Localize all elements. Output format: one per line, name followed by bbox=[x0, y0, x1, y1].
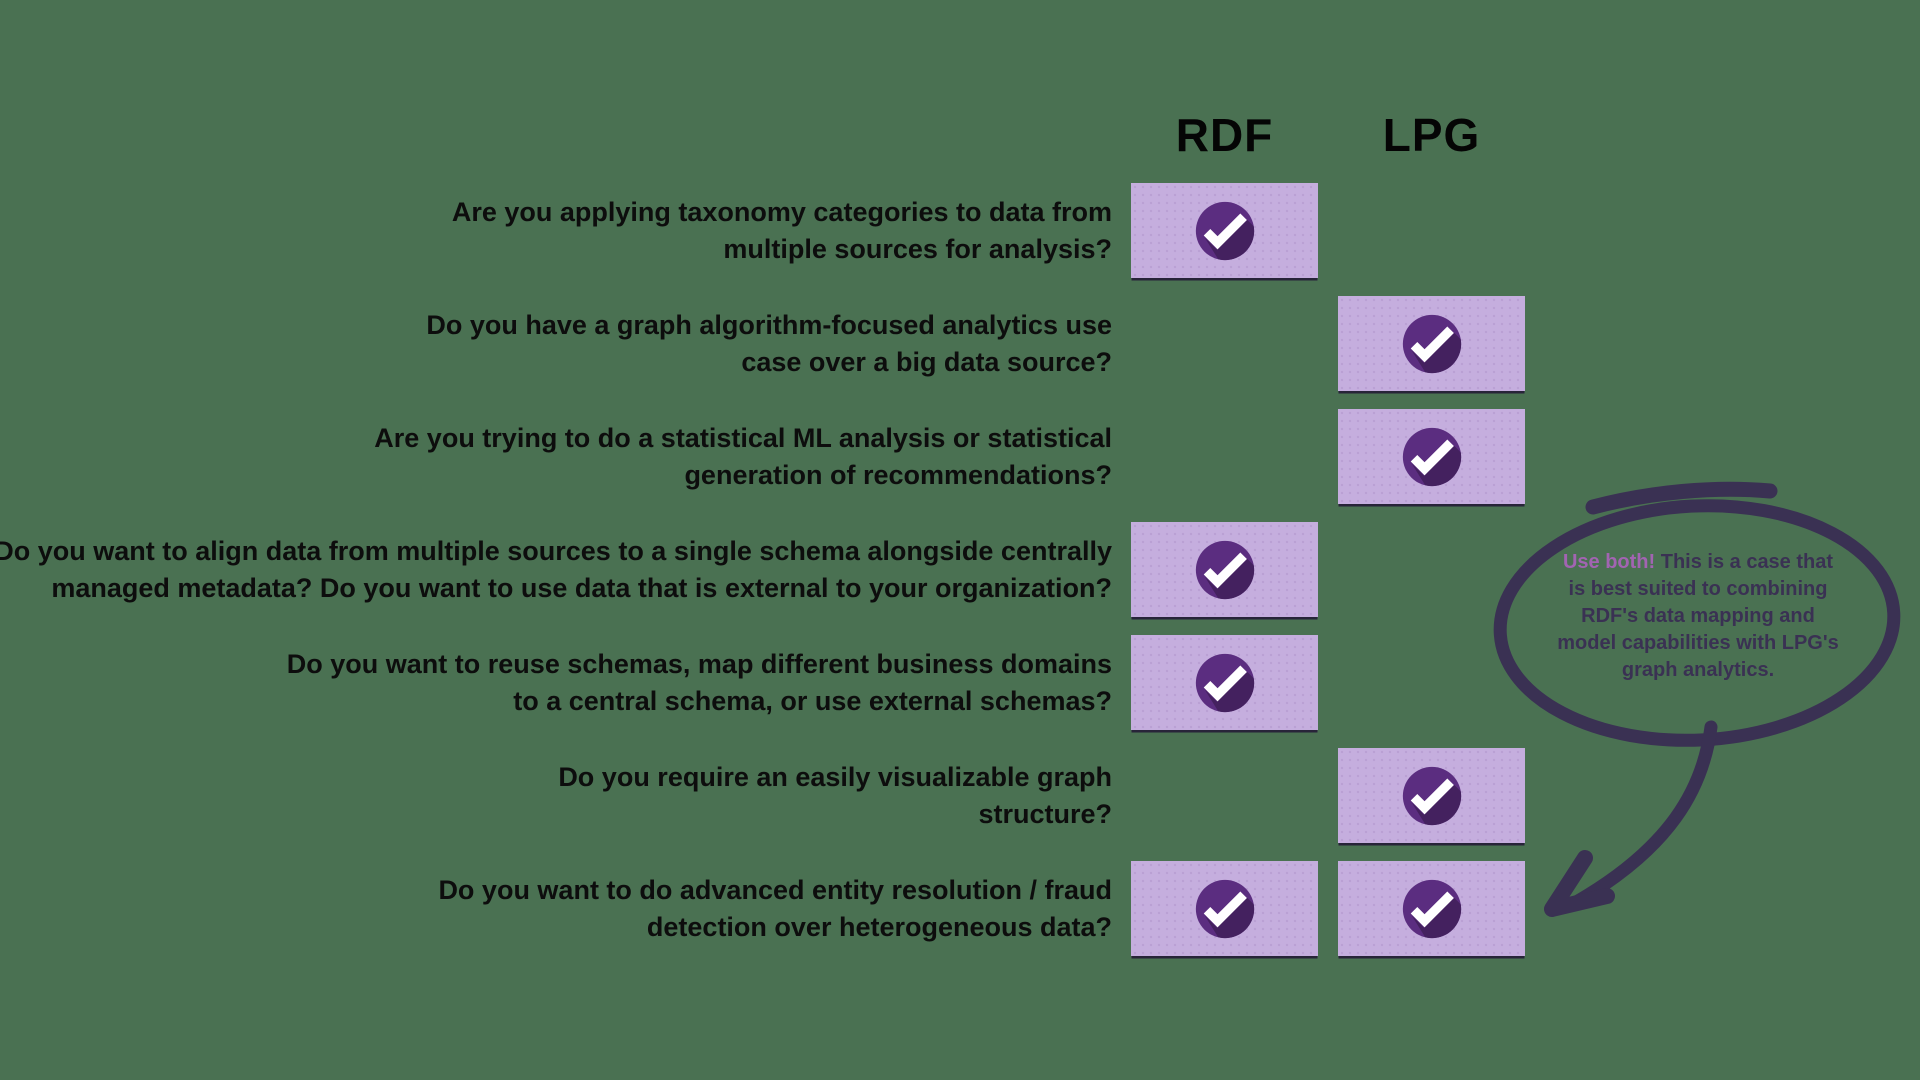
check-circle-icon bbox=[1195, 879, 1254, 938]
lpg-cell-empty bbox=[1338, 522, 1525, 617]
callout-line: graph analytics. bbox=[1621, 659, 1775, 681]
callout-line: RDF's data mapping and bbox=[1581, 605, 1815, 627]
check-circle-icon bbox=[1402, 879, 1461, 938]
table-row: Are you applying taxonomy categories to … bbox=[40, 183, 1525, 278]
check-circle-icon bbox=[1402, 766, 1461, 825]
lpg-cell-empty bbox=[1338, 635, 1525, 730]
lpg-cell-checked bbox=[1338, 861, 1525, 956]
question-text: Do you want to do advanced entity resolu… bbox=[438, 874, 1112, 942]
table-row: Do you want to do advanced entity resolu… bbox=[40, 861, 1525, 956]
comparison-rows: Are you applying taxonomy categories to … bbox=[0, 183, 1525, 974]
rdf-cell-checked bbox=[1131, 522, 1318, 617]
table-row: Do you want to reuse schemas, map differ… bbox=[40, 635, 1525, 730]
lpg-cell-empty bbox=[1338, 183, 1525, 278]
question-text: Are you applying taxonomy categories to … bbox=[451, 196, 1112, 264]
check-circle-icon bbox=[1402, 427, 1461, 486]
curved-arrow-head-icon bbox=[1544, 850, 1615, 917]
rdf-cell-checked bbox=[1131, 183, 1318, 278]
rdf-cell-empty bbox=[1131, 296, 1318, 391]
question-text: Do you want to reuse schemas, map differ… bbox=[286, 648, 1112, 716]
question-text: Do you require an easily visualizable gr… bbox=[558, 761, 1112, 829]
column-header-rdf: RDF bbox=[1175, 109, 1274, 161]
question-text: Do you have a graph algorithm-focused an… bbox=[426, 309, 1112, 377]
table-row: Do you have a graph algorithm-focused an… bbox=[40, 296, 1525, 391]
callout-highlight: Use both! bbox=[1562, 551, 1656, 573]
check-circle-icon bbox=[1195, 653, 1254, 712]
rdf-cell-checked bbox=[1131, 635, 1318, 730]
curved-arrow-shaft bbox=[1571, 720, 1718, 908]
check-circle-icon bbox=[1195, 201, 1254, 260]
callout-line: model capabilities with LPG's bbox=[1557, 632, 1839, 654]
check-circle-icon bbox=[1195, 540, 1254, 599]
rdf-cell-empty bbox=[1131, 748, 1318, 843]
lpg-cell-checked bbox=[1338, 296, 1525, 391]
callout-note: Use both! This is a case that is best sui… bbox=[1537, 549, 1859, 684]
rdf-cell-empty bbox=[1131, 409, 1318, 504]
lpg-cell-checked bbox=[1338, 748, 1525, 843]
rdf-cell-checked bbox=[1131, 861, 1318, 956]
callout-line: is best suited to combining bbox=[1568, 578, 1828, 600]
callout-bubble-swoosh bbox=[1585, 481, 1778, 515]
question-text: Are you trying to do a statistical ML an… bbox=[374, 422, 1112, 490]
table-row: Do you require an easily visualizable gr… bbox=[40, 748, 1525, 843]
table-row: Do you want to align data from multiple … bbox=[0, 522, 1525, 617]
lpg-cell-checked bbox=[1338, 409, 1525, 504]
column-header-lpg: LPG bbox=[1382, 109, 1481, 161]
question-text: Do you want to align data from multiple … bbox=[0, 535, 1112, 603]
callout-line: Use both! This is a case that bbox=[1562, 551, 1834, 573]
check-circle-icon bbox=[1402, 314, 1461, 373]
table-row: Are you trying to do a statistical ML an… bbox=[40, 409, 1525, 504]
